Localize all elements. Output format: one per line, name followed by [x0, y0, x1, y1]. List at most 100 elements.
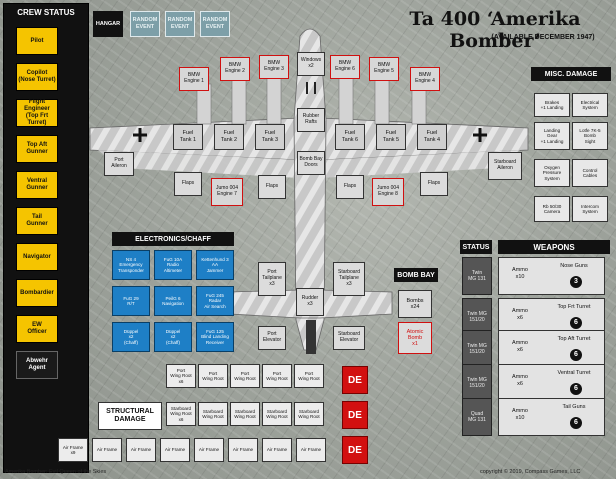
elec-duppel-1[interactable]: Düppel x2 (Chaff) — [112, 322, 150, 352]
port-wing-root-2[interactable]: Port Wing Root — [198, 364, 228, 388]
weapon-status-top-front[interactable]: Twin MG 151/20 — [462, 298, 492, 336]
flaps-port-outer[interactable]: Flaps — [174, 172, 202, 196]
starboard-wing-root-4[interactable]: Starboard Wing Root — [262, 402, 292, 426]
weapon-name-tail: Tail Guns — [562, 404, 586, 410]
port-wing-root-4[interactable]: Port Wing Root — [262, 364, 292, 388]
elec-peilg6-navigation[interactable]: PeilG 6 Navigation — [154, 286, 192, 316]
port-wing-root-5[interactable]: Port Wing Root — [294, 364, 324, 388]
flaps-port-inner[interactable]: Flaps — [258, 175, 286, 199]
jumo-engine-8[interactable]: Jumo 004 Engine 8 — [372, 178, 404, 206]
weapon-row-top-front[interactable]: Ammo x6 Top Frt Turret 6 — [498, 298, 605, 336]
air-frame-7[interactable]: Air Frame — [262, 438, 292, 462]
weapon-status-ventral[interactable]: Twin MG 151/20 — [462, 364, 492, 402]
misc-bomb-sight[interactable]: Lotfe 7K-5 Bomb Sight — [572, 122, 608, 150]
flaps-starboard-inner[interactable]: Flaps — [336, 175, 364, 199]
crew-flight-engineer[interactable]: Flight Engineer (Top Frt Turret) — [16, 99, 58, 127]
misc-brakes[interactable]: Brakes +1 Landing — [534, 93, 570, 117]
elec-fug125-blind-landing[interactable]: FuG 125 Blind Landing Receiver — [196, 322, 234, 352]
air-frame-5[interactable]: Air Frame — [194, 438, 224, 462]
weapon-row-tail[interactable]: Ammo x10 Tail Guns 6 — [498, 398, 605, 436]
fuel-tank-5[interactable]: Fuel Tank 5 — [376, 124, 406, 150]
crew-abwehr-agent[interactable]: Abwehr Agent — [16, 351, 58, 379]
weapon-name-top-aft: Top Aft Turret — [557, 336, 591, 342]
crew-top-aft-gunner[interactable]: Top Aft Gunner — [16, 135, 58, 163]
random-event-tab-2[interactable]: RANDOM EVENT — [165, 11, 195, 37]
elec-kettenhund-jammer[interactable]: Kettenhund 3 AA Jammer — [196, 250, 234, 280]
air-frame-3[interactable]: Air Frame — [126, 438, 156, 462]
misc-camera[interactable]: Rb 50/30 Camera — [534, 196, 570, 222]
crew-pilot[interactable]: Pilot — [16, 27, 58, 55]
starboard-wing-root-2[interactable]: Starboard Wing Root — [198, 402, 228, 426]
port-tailplane[interactable]: Port Tailplane x3 — [258, 262, 286, 296]
destroyed-marker-2[interactable]: DE — [342, 401, 368, 429]
crew-copilot[interactable]: Copilot (Nose Turret) — [16, 63, 58, 91]
atomic-bomb-box[interactable]: Atomic Bomb x1 — [398, 322, 432, 354]
misc-landing-gear[interactable]: Landing Gear +1 Landing — [534, 122, 570, 150]
starboard-wing-root-5[interactable]: Starboard Wing Root — [294, 402, 324, 426]
weapon-row-top-aft[interactable]: Ammo x6 Top Aft Turret 6 — [498, 330, 605, 368]
crew-tail-gunner[interactable]: Tail Gunner — [16, 207, 58, 235]
starboard-wing-root-1[interactable]: Starboard Wing Root x6 — [166, 402, 196, 426]
engine-4[interactable]: BMW Engine 4 — [410, 67, 440, 91]
elec-ns4-transponder[interactable]: NS 4 Emergency Transponder — [112, 250, 150, 280]
crew-navigator[interactable]: Navigator — [16, 243, 58, 271]
crew-status-title: CREW STATUS — [17, 8, 75, 17]
port-wing-root-1[interactable]: Port Wing Root x6 — [166, 364, 196, 388]
port-aileron[interactable]: Port Aileron — [104, 152, 134, 176]
destroyed-marker-1[interactable]: DE — [342, 366, 368, 394]
misc-control-cables[interactable]: Control Cables — [572, 159, 608, 187]
windows-box[interactable]: Windows x2 — [297, 52, 325, 76]
crew-bombardier[interactable]: Bombardier — [16, 279, 58, 307]
misc-intercom[interactable]: Intercom System — [572, 196, 608, 222]
fuel-tank-3[interactable]: Fuel Tank 3 — [255, 124, 285, 150]
weapon-row-nose[interactable]: Ammo x10 Nose Guns 3 — [498, 257, 605, 295]
weapon-status-tail[interactable]: Quad MG 131 — [462, 398, 492, 436]
air-frame-4[interactable]: Air Frame — [160, 438, 190, 462]
engine-1[interactable]: BMW Engine 1 — [179, 67, 209, 91]
port-elevator[interactable]: Port Elevator — [258, 326, 286, 350]
weapon-number-tail: 6 — [570, 417, 582, 429]
starboard-tailplane[interactable]: Starboard Tailplane x3 — [333, 262, 365, 296]
elec-fug10a-altimeter[interactable]: FuG 10A Radio Altimeter — [154, 250, 192, 280]
rudder-box[interactable]: Rudder x3 — [296, 288, 324, 316]
crew-ew-officer[interactable]: EW Officer — [16, 315, 58, 343]
weapon-number-top-front: 6 — [570, 317, 582, 329]
fuel-tank-2[interactable]: Fuel Tank 2 — [214, 124, 244, 150]
flaps-starboard-outer[interactable]: Flaps — [420, 172, 448, 196]
engine-6[interactable]: BMW Engine 6 — [330, 55, 360, 79]
hangar-tab[interactable]: HANGAR — [93, 11, 123, 37]
random-event-tab-3[interactable]: RANDOM EVENT — [200, 11, 230, 37]
fuel-tank-4[interactable]: Fuel Tank 4 — [417, 124, 447, 150]
misc-oxygen[interactable]: Oxygen Pressure System — [534, 159, 570, 187]
misc-electrical[interactable]: Electrical System — [572, 93, 608, 117]
weapon-status-nose[interactable]: Twin MG 131 — [462, 257, 492, 295]
weapon-row-ventral[interactable]: Ammo x6 Ventral Turret 6 — [498, 364, 605, 402]
weapon-ammo-top-aft: Ammo x6 — [512, 340, 528, 354]
elec-duppel-2[interactable]: Düppel x2 (Chaff) — [154, 322, 192, 352]
bombs-box[interactable]: Bombs x24 — [398, 290, 432, 318]
air-frame-6[interactable]: Air Frame — [228, 438, 258, 462]
air-frame-1[interactable]: Air Frame x9 — [58, 438, 88, 462]
weapon-status-top-aft[interactable]: Twin MG 151/20 — [462, 330, 492, 368]
weapon-number-nose: 3 — [570, 276, 582, 288]
weapon-ammo-tail: Ammo x10 — [512, 408, 528, 422]
elec-fug29-rt[interactable]: FuG 29 R/T — [112, 286, 150, 316]
starboard-aileron[interactable]: Starboard Aileron — [488, 152, 522, 180]
fuel-tank-6[interactable]: Fuel Tank 6 — [335, 124, 365, 150]
crew-ventral-gunner[interactable]: Ventral Gunner — [16, 171, 58, 199]
starboard-wing-root-3[interactable]: Starboard Wing Root — [230, 402, 260, 426]
engine-5[interactable]: BMW Engine 5 — [369, 57, 399, 81]
engine-2[interactable]: BMW Engine 2 — [220, 57, 250, 81]
port-wing-root-3[interactable]: Port Wing Root — [230, 364, 260, 388]
elec-fug245-radar[interactable]: FuG 245 Radar Air Search — [196, 286, 234, 316]
destroyed-marker-3[interactable]: DE — [342, 436, 368, 464]
fuel-tank-1[interactable]: Fuel Tank 1 — [173, 124, 203, 150]
engine-3[interactable]: BMW Engine 3 — [259, 55, 289, 79]
air-frame-8[interactable]: Air Frame — [296, 438, 326, 462]
rubber-rafts-box[interactable]: Rubber Rafts — [297, 108, 325, 132]
random-event-tab-1[interactable]: RANDOM EVENT — [130, 11, 160, 37]
bomb-bay-doors-box[interactable]: Bomb Bay Doors — [297, 151, 325, 175]
starboard-elevator[interactable]: Starboard Elevator — [333, 326, 365, 350]
air-frame-2[interactable]: Air Frame — [92, 438, 122, 462]
jumo-engine-7[interactable]: Jumo 004 Engine 7 — [211, 178, 243, 206]
